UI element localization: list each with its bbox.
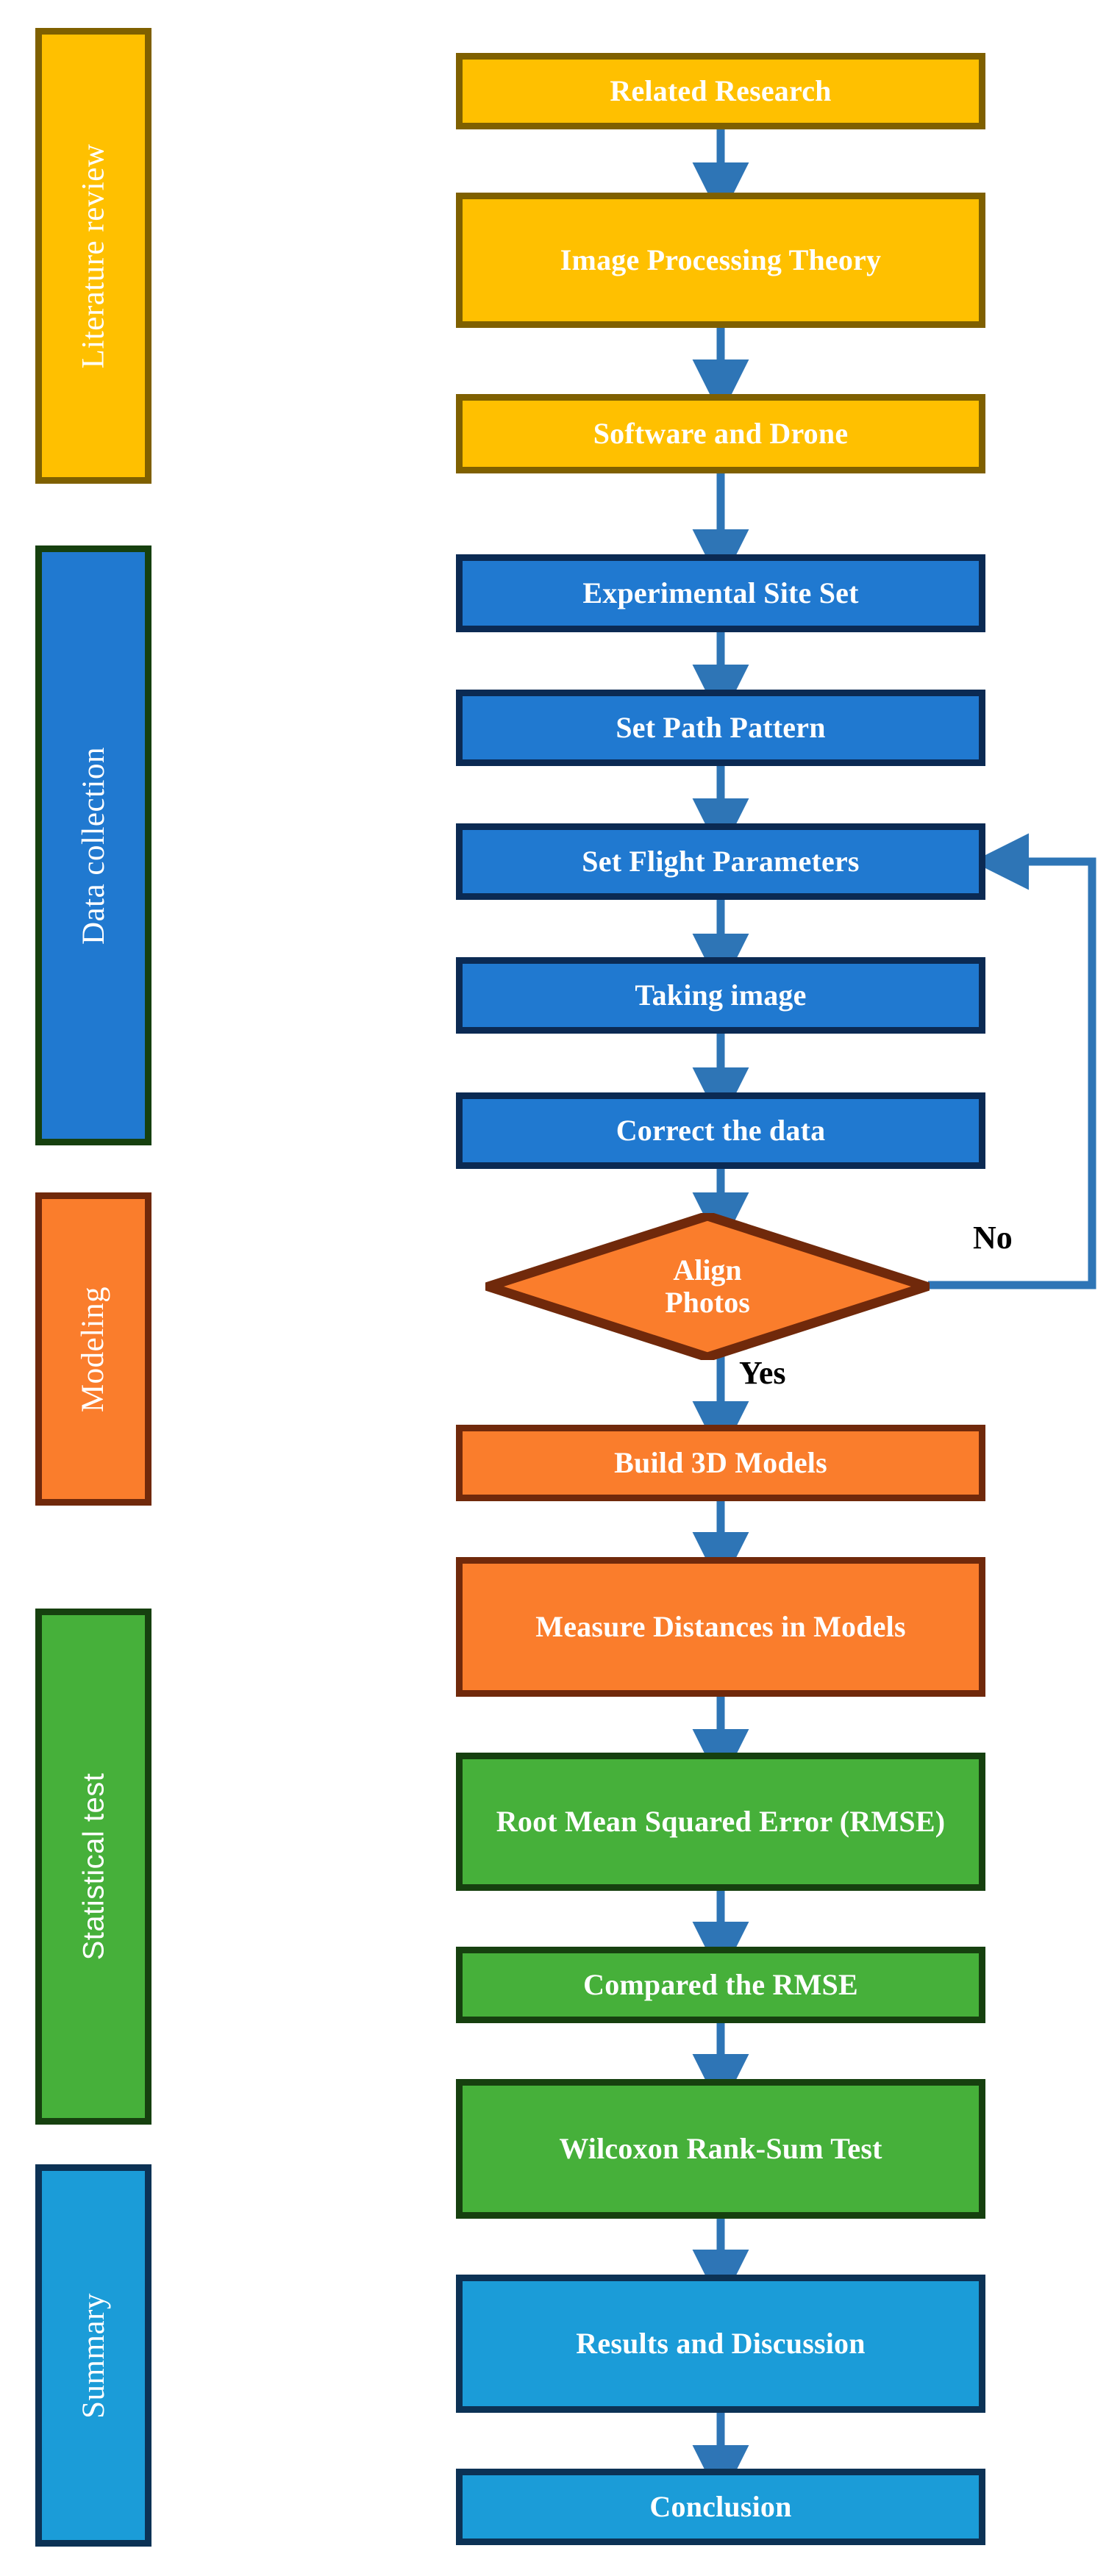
stage-label-text: Data collection — [76, 746, 111, 945]
branch-label-no: No — [973, 1220, 1013, 1256]
node-label: Experimental Site Set — [582, 576, 859, 610]
node-label: Related Research — [610, 74, 832, 108]
node-align-photos[interactable]: Align Photos — [485, 1213, 930, 1360]
diamond-shape — [485, 1213, 930, 1360]
node-label-wrap: Align Photos — [485, 1213, 930, 1360]
node-set-flight-parameters[interactable]: Set Flight Parameters — [456, 823, 985, 900]
node-label: Root Mean Squared Error (RMSE) — [496, 1805, 946, 1839]
node-label: Conclusion — [649, 2490, 792, 2524]
node-taking-image[interactable]: Taking image — [456, 957, 985, 1034]
node-image-processing-theory[interactable]: Image Processing Theory — [456, 193, 985, 328]
node-experimental-site-set[interactable]: Experimental Site Set — [456, 554, 985, 632]
branch-label-yes: Yes — [739, 1355, 786, 1391]
node-label: Software and Drone — [593, 417, 849, 451]
node-label: Set Path Pattern — [616, 711, 826, 745]
node-label: Build 3D Models — [614, 1446, 827, 1480]
node-label: Taking image — [635, 978, 807, 1012]
node-measure-distances-in-models[interactable]: Measure Distances in Models — [456, 1557, 985, 1697]
node-label-line-2: Photos — [665, 1286, 750, 1319]
stage-label-text: Summary — [76, 2292, 111, 2419]
node-label-line-1: Align — [673, 1253, 742, 1287]
node-label: Measure Distances in Models — [535, 1610, 906, 1644]
stage-label-text: Literature review — [76, 143, 111, 368]
stage-label-data-collection: Data collection — [35, 545, 151, 1145]
stage-label-modeling: Modeling — [35, 1192, 151, 1506]
node-related-research[interactable]: Related Research — [456, 53, 985, 129]
node-set-path-pattern[interactable]: Set Path Pattern — [456, 690, 985, 766]
node-software-and-drone[interactable]: Software and Drone — [456, 394, 985, 473]
node-wilcoxon-rank-sum-test[interactable]: Wilcoxon Rank-Sum Test — [456, 2079, 985, 2219]
node-compared-the-rmse[interactable]: Compared the RMSE — [456, 1947, 985, 2023]
node-correct-the-data[interactable]: Correct the data — [456, 1092, 985, 1169]
node-label: Set Flight Parameters — [582, 845, 860, 879]
node-build-3d-models[interactable]: Build 3D Models — [456, 1425, 985, 1501]
stage-label-statistical-test: Statistical test — [35, 1609, 151, 2125]
node-label: Image Processing Theory — [560, 243, 882, 277]
node-label: Compared the RMSE — [583, 1968, 858, 2002]
stage-label-literature-review: Literature review — [35, 28, 151, 484]
stage-label-text: Modeling — [76, 1286, 111, 1412]
stage-label-summary: Summary — [35, 2164, 151, 2547]
node-conclusion[interactable]: Conclusion — [456, 2469, 985, 2545]
node-label: Wilcoxon Rank-Sum Test — [559, 2132, 882, 2166]
node-root-mean-squared-error[interactable]: Root Mean Squared Error (RMSE) — [456, 1753, 985, 1891]
stage-label-text: Statistical test — [77, 1772, 110, 1961]
node-label: Results and Discussion — [576, 2327, 866, 2361]
node-label: Correct the data — [616, 1114, 826, 1148]
node-results-and-discussion[interactable]: Results and Discussion — [456, 2275, 985, 2413]
